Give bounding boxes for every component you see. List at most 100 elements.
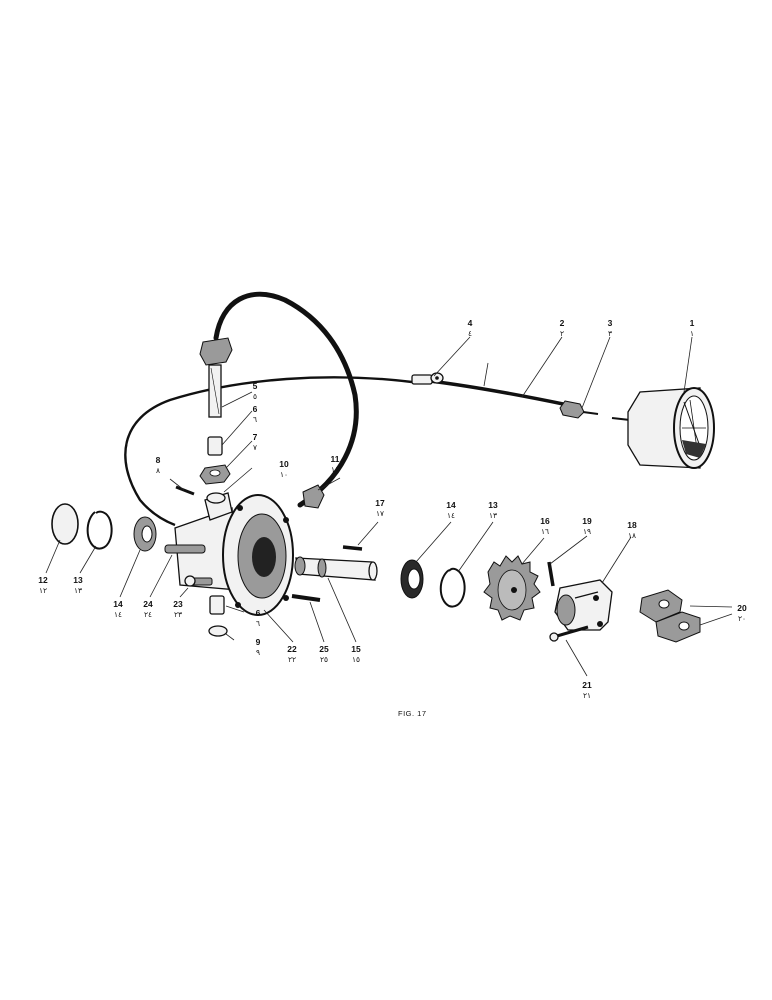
callout-number: 15 xyxy=(351,644,361,654)
callout-number: 24 xyxy=(143,599,153,609)
callout-number: 7 xyxy=(253,432,258,442)
bush-6-lower xyxy=(209,595,225,615)
callout-number: 4 xyxy=(468,318,473,328)
cable-clip xyxy=(411,372,444,385)
drive-cable-loop xyxy=(213,291,359,508)
callout-number-arabic: ١٥ xyxy=(352,655,360,664)
callout-c6a: 6٦ xyxy=(253,404,258,424)
bearing-14-right xyxy=(400,559,424,599)
bracket-18 xyxy=(554,579,613,631)
callout-number-arabic: ٢ xyxy=(560,329,564,338)
callout-c7: 7٧ xyxy=(253,432,258,452)
callout-number-arabic: ٧ xyxy=(253,443,257,452)
callout-number-arabic: ١ xyxy=(690,329,694,338)
plug-11 xyxy=(302,484,325,509)
callout-number: 6 xyxy=(256,608,261,618)
callout-number-arabic: ١٦ xyxy=(541,527,549,536)
callout-number-arabic: ٢١ xyxy=(583,691,591,700)
figure-caption: FIG. 17 xyxy=(398,709,427,718)
callout-number-arabic: ٢٥ xyxy=(320,655,328,664)
callout-number: 10 xyxy=(279,459,289,469)
circlip-13-left xyxy=(86,510,113,550)
callout-number: 13 xyxy=(488,500,498,510)
callout-number-arabic: ٢٢ xyxy=(288,655,296,664)
callout-number: 18 xyxy=(627,520,637,530)
washer-9 xyxy=(208,625,228,637)
callout-number: 16 xyxy=(540,516,550,526)
shaft-15 xyxy=(294,556,378,581)
clamp-20 xyxy=(639,589,701,643)
callout-number-arabic: ٢٣ xyxy=(174,610,182,619)
drive-cable-lower xyxy=(124,376,413,527)
callout-number-arabic: ٩ xyxy=(256,648,260,657)
callout-number: 5 xyxy=(253,381,258,391)
callout-number: 23 xyxy=(173,599,183,609)
speedometer-cable xyxy=(428,379,570,407)
gear-16 xyxy=(483,555,541,621)
callout-number: 11 xyxy=(331,454,340,464)
callout-c2: 2٢ xyxy=(560,318,565,338)
callout-number-arabic: ١٩ xyxy=(583,527,591,536)
callout-number-arabic: ٦ xyxy=(253,415,257,424)
pin-19 xyxy=(547,561,555,587)
callout-c3: 3٣ xyxy=(608,318,613,338)
callout-number-arabic: ١١ xyxy=(331,465,339,474)
callout-number-arabic: ١٣ xyxy=(489,511,497,520)
callout-c4: 4٤ xyxy=(468,318,473,338)
callout-number-arabic: ١٤ xyxy=(114,610,122,619)
callout-number: 17 xyxy=(375,498,385,508)
cap-12 xyxy=(51,503,79,545)
gearbox-housing xyxy=(164,492,294,616)
leader-lines xyxy=(45,336,733,677)
dowel-25 xyxy=(291,594,321,602)
callout-number-arabic: ١٤ xyxy=(447,511,455,520)
callout-c6b: 6٦ xyxy=(256,608,261,628)
cable-ferrule xyxy=(199,337,233,485)
callout-number: 14 xyxy=(446,500,456,510)
callout-c1: 1١ xyxy=(690,318,695,338)
bolt-21 xyxy=(549,625,589,642)
callout-number-arabic: ٤ xyxy=(468,329,472,338)
callout-number-arabic: ٥ xyxy=(253,392,257,401)
pin-8 xyxy=(175,485,195,496)
callout-number: 14 xyxy=(113,599,123,609)
circlip-13-right xyxy=(439,567,466,608)
callout-number: 13 xyxy=(73,575,83,585)
callout-number: 12 xyxy=(38,575,48,585)
callout-number-arabic: ١٧ xyxy=(376,509,384,518)
callout-number: 1 xyxy=(690,318,695,328)
callout-c9: 9٩ xyxy=(256,637,261,657)
callout-number: 21 xyxy=(582,680,592,690)
callout-number-arabic: ١٢ xyxy=(39,586,47,595)
screw-23 xyxy=(184,575,213,587)
callout-number-arabic: ١٣ xyxy=(74,586,82,595)
callout-number-arabic: ٢٤ xyxy=(144,610,152,619)
bearing-14-left xyxy=(133,516,157,552)
callout-number: 6 xyxy=(253,404,258,414)
pin-17 xyxy=(342,545,363,551)
cable-end-nut xyxy=(559,400,599,419)
callout-number: 3 xyxy=(608,318,613,328)
callout-c8: 8٨ xyxy=(156,455,161,475)
callout-number-arabic: ٨ xyxy=(156,466,160,475)
callout-number-arabic: ١٠ xyxy=(280,470,288,479)
callout-number: 25 xyxy=(319,644,329,654)
